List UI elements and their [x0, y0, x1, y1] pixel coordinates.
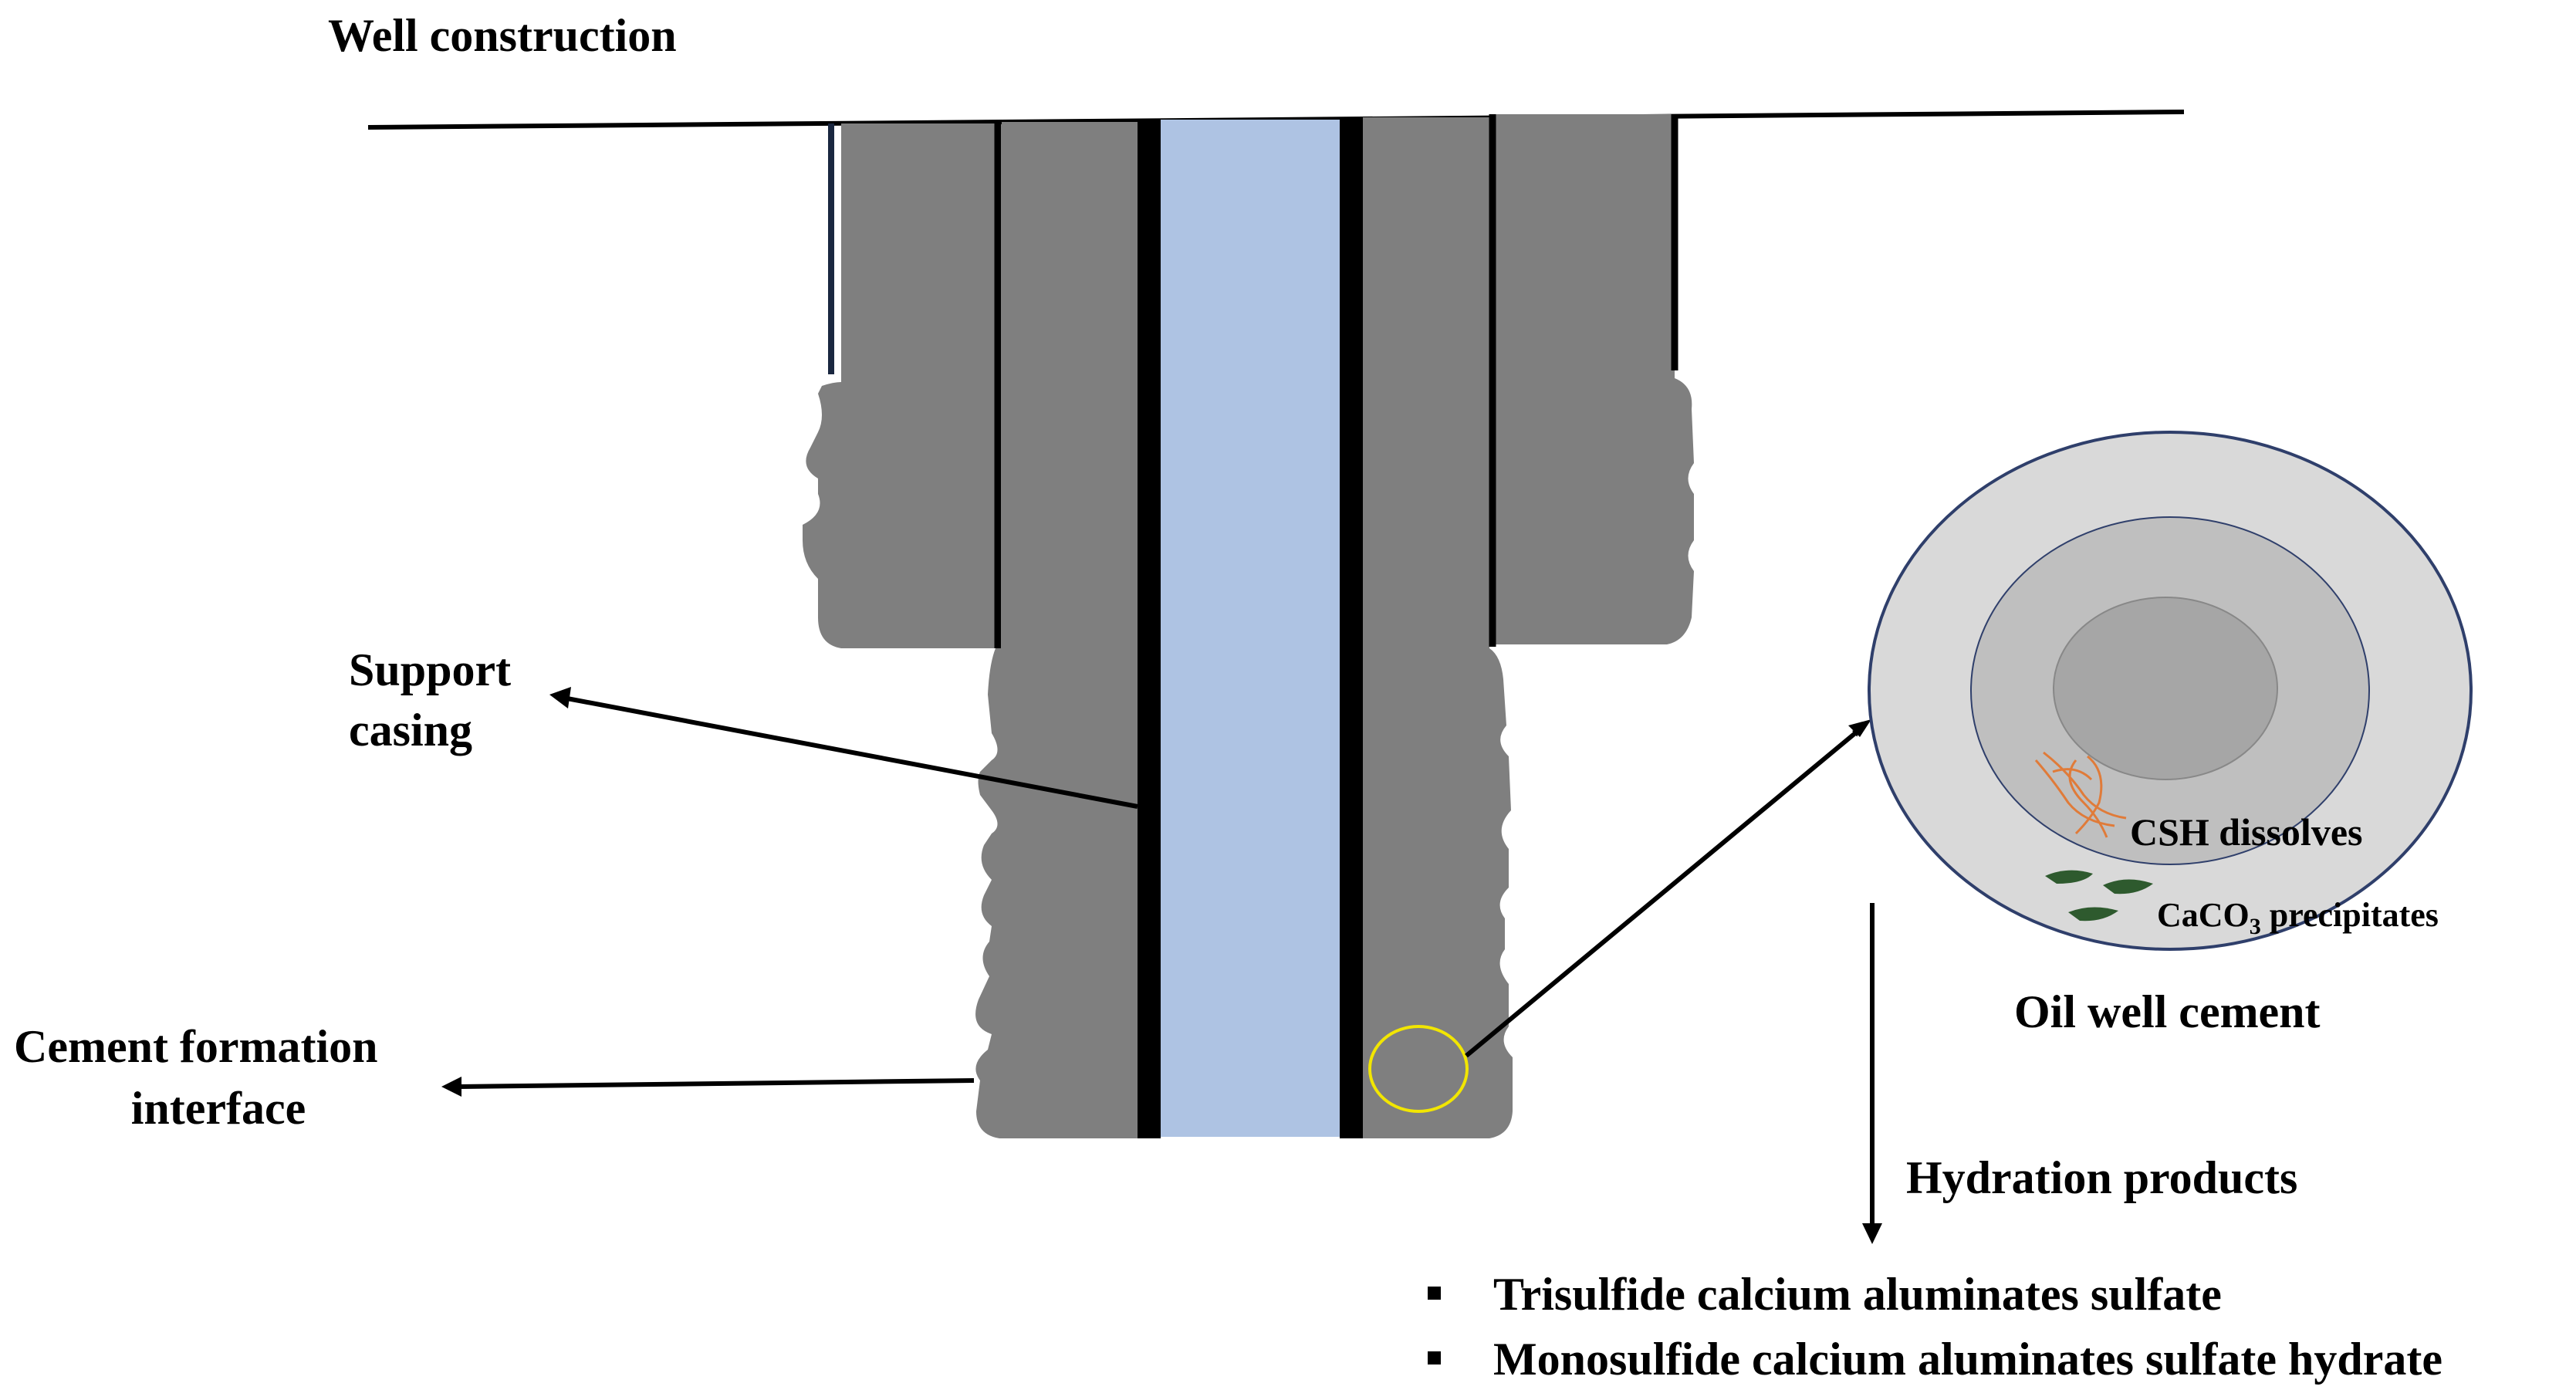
interface-label-line1: Cement formation	[14, 1021, 378, 1072]
left-production-casing	[1138, 120, 1161, 1138]
oil-well-cement-label: Oil well cement	[2014, 986, 2321, 1037]
cement-detail-view	[1868, 431, 2473, 951]
caco3-label-subscript: 3	[2249, 913, 2261, 939]
left-inner-cement-upper	[1002, 122, 1138, 654]
right-production-casing	[1340, 117, 1363, 1138]
csh-fibers	[2034, 751, 2127, 838]
right-lower-cement-column	[1362, 117, 1513, 1138]
support-casing-arrow	[566, 696, 1138, 809]
caco3-label-suffix: precipitates	[2260, 896, 2439, 934]
list-item-text: Trisulfide calcium aluminates sulfate	[1493, 1269, 2222, 1320]
wellbore-fluid	[1161, 120, 1340, 1137]
left-outer-cement-block	[803, 123, 996, 648]
interface-label-line2: interface	[130, 1083, 306, 1134]
interface-arrowhead	[441, 1077, 461, 1097]
right-outer-cement-block	[1496, 114, 1694, 644]
caco3-label-prefix: CaCO	[2157, 896, 2250, 934]
hydration-arrowhead	[1862, 1223, 1882, 1244]
left-lower-cement-column	[975, 648, 1138, 1138]
support-casing-label-line1: Support	[349, 644, 512, 695]
highlight-circle	[1368, 1025, 1469, 1113]
csh-label: CSH dissolves	[2130, 810, 2363, 854]
caco3-crystals	[2045, 870, 2153, 921]
hydration-products-list: Trisulfide calcium aluminates sulfate Mo…	[1428, 1262, 2442, 1392]
interface-arrow	[458, 1078, 975, 1089]
bullet-square-icon	[1428, 1287, 1441, 1300]
caco3-label: CaCO3 precipitates	[2157, 895, 2439, 941]
zoom-arrow	[1465, 727, 1861, 1058]
zoom-arrowhead	[1848, 719, 1871, 737]
detail-core	[2053, 597, 2278, 780]
support-casing-label-line2: casing	[349, 705, 473, 756]
list-item-text: Monosulfide calcium aluminates sulfate h…	[1493, 1334, 2442, 1385]
support-casing-arrowhead	[549, 687, 571, 708]
diagram-title: Well construction	[328, 10, 677, 61]
bullet-square-icon	[1428, 1351, 1441, 1364]
list-item: Monosulfide calcium aluminates sulfate h…	[1428, 1327, 2442, 1392]
list-item: Trisulfide calcium aluminates sulfate	[1428, 1262, 2442, 1327]
hydration-products-label: Hydration products	[1906, 1152, 2298, 1203]
